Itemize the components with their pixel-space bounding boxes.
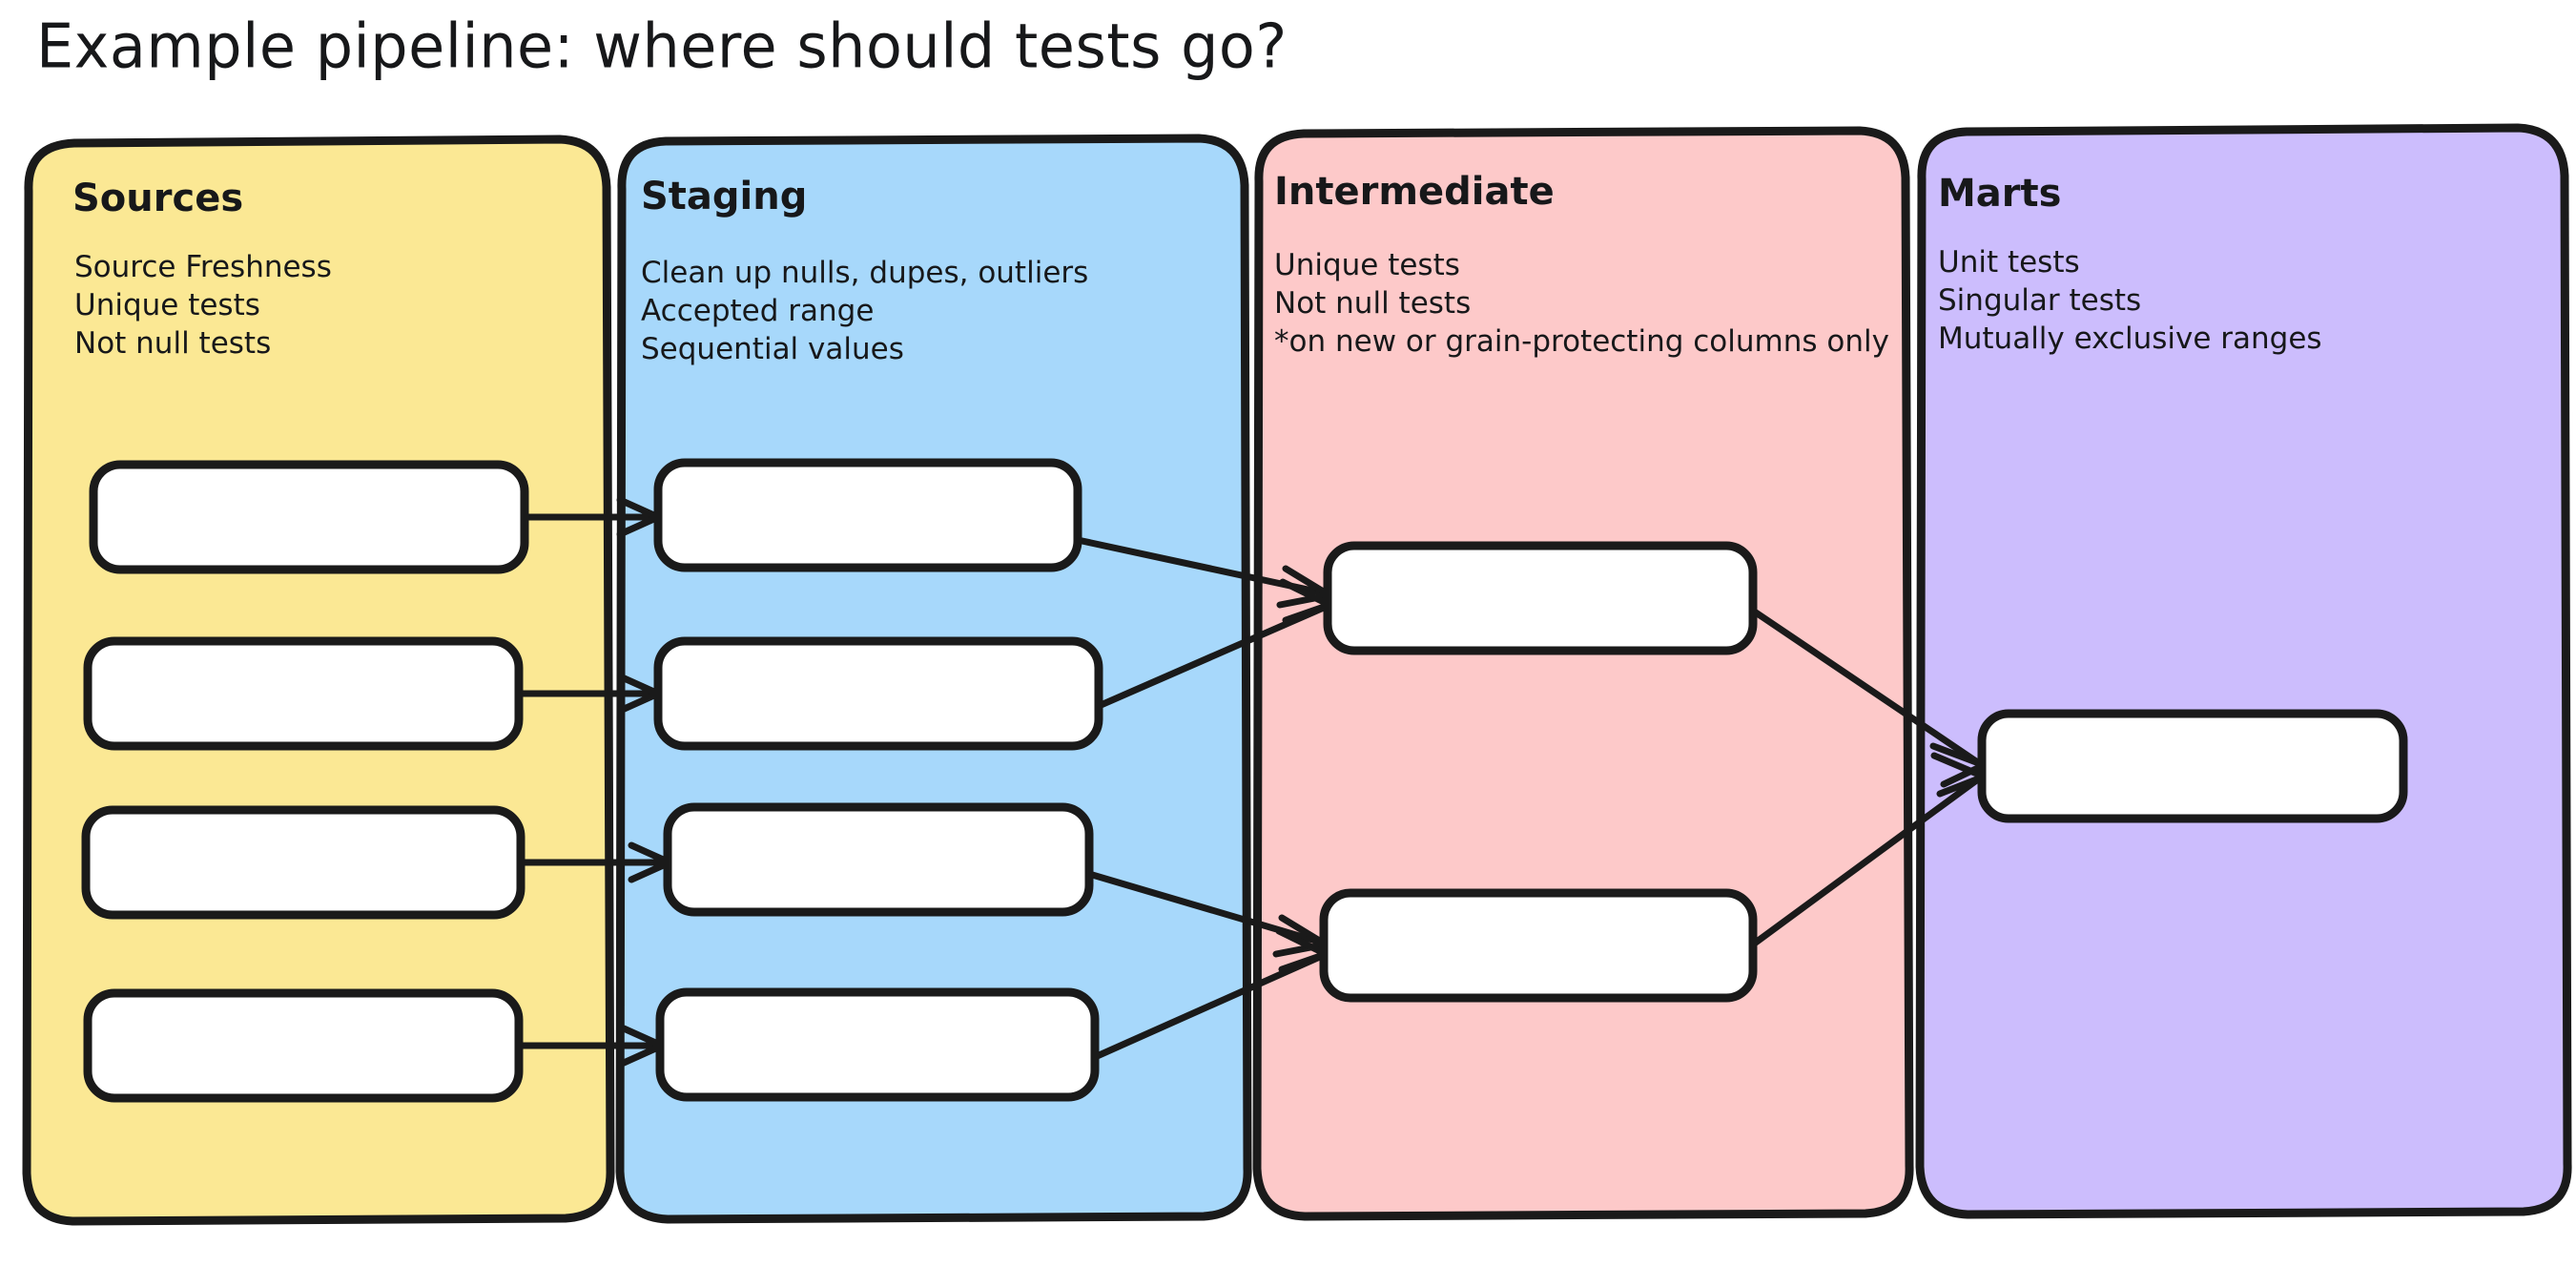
- node-int-2[interactable]: [1319, 888, 1758, 1003]
- column-lines-marts: Unit tests Singular tests Mutually exclu…: [1938, 243, 2322, 358]
- column-line: Sequential values: [641, 332, 904, 366]
- column-line: Mutually exclusive ranges: [1938, 322, 2322, 356]
- column-title-marts: Marts: [1938, 172, 2062, 216]
- node-int-1[interactable]: [1323, 541, 1758, 655]
- node-src-4[interactable]: [83, 988, 524, 1103]
- node-src-3[interactable]: [81, 805, 526, 920]
- node-src-2[interactable]: [83, 636, 524, 751]
- edges-layer: [516, 496, 1988, 1067]
- node-stg-3[interactable]: [663, 802, 1094, 917]
- column-line: Not null tests: [1274, 286, 1472, 321]
- node-mart-1[interactable]: [1977, 709, 2408, 823]
- column-line: Unit tests: [1938, 245, 2080, 280]
- column-line: Unique tests: [1274, 248, 1460, 282]
- column-lines-intermediate: Unique tests Not null tests *on new or g…: [1274, 246, 1889, 361]
- nodes-layer: [81, 458, 2408, 1103]
- column-panel-marts[interactable]: [1915, 123, 2572, 1219]
- column-title-staging: Staging: [641, 175, 808, 218]
- column-line: Source Freshness: [74, 250, 332, 284]
- column-line: *on new or grain-protecting columns only: [1274, 324, 1889, 359]
- node-stg-4[interactable]: [655, 987, 1100, 1102]
- node-stg-1[interactable]: [653, 458, 1082, 572]
- column-line: Accepted range: [641, 294, 875, 328]
- column-line: Unique tests: [74, 288, 260, 322]
- column-title-sources: Sources: [72, 176, 244, 220]
- column-lines-staging: Clean up nulls, dupes, outliers Accepted…: [641, 254, 1088, 368]
- column-line: Clean up nulls, dupes, outliers: [641, 256, 1089, 290]
- page-title: Example pipeline: where should tests go?: [36, 10, 1288, 82]
- column-line: Not null tests: [74, 326, 272, 361]
- node-src-1[interactable]: [89, 460, 529, 574]
- column-title-intermediate: Intermediate: [1274, 170, 1555, 214]
- column-line: Singular tests: [1938, 283, 2142, 318]
- node-stg-2[interactable]: [653, 636, 1103, 751]
- column-lines-sources: Source Freshness Unique tests Not null t…: [74, 248, 332, 363]
